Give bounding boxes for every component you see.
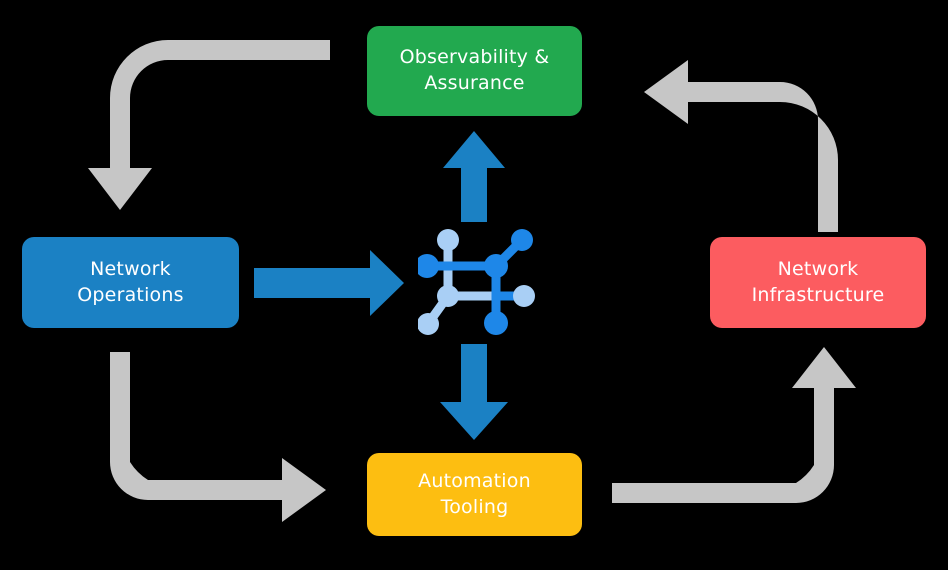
node-network-operations[interactable]: Network Operations bbox=[22, 237, 239, 328]
network-topology-icon bbox=[418, 229, 535, 335]
node-network-operations-label: Network Operations bbox=[77, 257, 184, 306]
arrow-center-to-observability bbox=[443, 131, 505, 222]
node-automation-tooling[interactable]: Automation Tooling bbox=[367, 453, 582, 536]
node-network-infrastructure-label: Network Infrastructure bbox=[751, 257, 885, 306]
arrow-center-to-automation-tooling bbox=[440, 344, 508, 440]
arrow-observability-to-network-operations bbox=[88, 40, 330, 210]
node-observability-assurance-label: Observability & Assurance bbox=[399, 46, 550, 94]
arrow-automation-tooling-to-network-infrastructure bbox=[612, 347, 856, 503]
node-automation-tooling-label: Automation Tooling bbox=[418, 469, 531, 518]
topology-dark-nodes bbox=[418, 229, 533, 335]
topology-light-nodes bbox=[418, 229, 535, 335]
arrow-network-operations-to-center bbox=[254, 250, 404, 316]
node-network-infrastructure[interactable]: Network Infrastructure bbox=[710, 237, 926, 328]
node-observability-assurance[interactable]: Observability & Assurance bbox=[367, 26, 582, 116]
arrow-network-operations-to-automation-tooling bbox=[110, 352, 326, 522]
arrow-network-infrastructure-to-observability bbox=[644, 60, 838, 232]
